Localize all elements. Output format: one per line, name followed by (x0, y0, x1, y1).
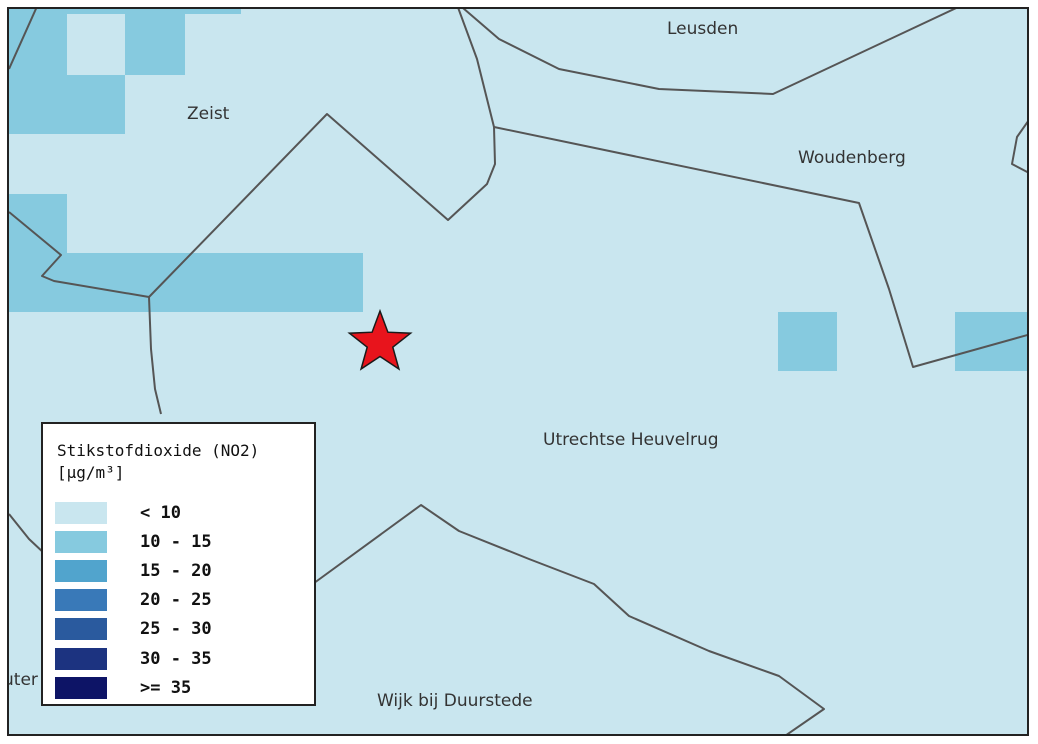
legend-title: Stikstofdioxide (NO2) [µg/m³] (57, 440, 259, 484)
place-label-partial: uter (9, 670, 38, 690)
legend-title-line1: Stikstofdioxide (NO2) (57, 441, 260, 460)
legend-title-line2: [µg/m³] (57, 463, 125, 482)
legend-swatch (55, 559, 107, 582)
place-label-zeist: Zeist (187, 104, 230, 124)
grid-cell (9, 9, 241, 14)
place-label-utrechtse-heuvelrug: Utrechtse Heuvelrug (543, 430, 719, 450)
legend-swatch (55, 618, 107, 641)
legend-swatch (55, 589, 107, 612)
legend-swatch (55, 676, 107, 699)
legend-label: >= 35 (140, 677, 192, 698)
boundary-line (9, 9, 496, 298)
legend-swatch (55, 501, 107, 524)
legend-item: 30 - 35 (55, 644, 212, 673)
boundary-line (9, 9, 37, 70)
legend-swatch (55, 647, 107, 670)
legend-item: < 10 (55, 498, 212, 527)
legend-swatch (55, 530, 107, 553)
legend-item: 25 - 30 (55, 615, 212, 644)
legend-label: < 10 (140, 502, 181, 523)
place-label-woudenberg: Woudenberg (798, 148, 906, 168)
red-star-icon[interactable] (347, 308, 413, 371)
place-label-leusden: Leusden (667, 19, 738, 39)
boundary-line (1011, 120, 1027, 174)
legend-label: 20 - 25 (140, 590, 212, 611)
place-label-wijk-bij-duurstede: Wijk bij Duurstede (377, 691, 533, 711)
boundary-line (309, 504, 825, 734)
place-labels: Leusden Zeist Woudenberg Utrechtse Heuve… (9, 19, 906, 711)
legend-label: 25 - 30 (140, 619, 212, 640)
grid-cell (125, 14, 185, 75)
legend-item: 10 - 15 (55, 527, 212, 556)
boundary-line (462, 9, 957, 95)
legend-items: < 10 10 - 15 15 - 20 20 - 25 25 - 30 30 … (55, 498, 212, 702)
boundary-line (9, 513, 46, 555)
legend-item: 15 - 20 (55, 556, 212, 585)
legend-label: 10 - 15 (140, 531, 212, 552)
municipal-boundaries (9, 9, 1027, 734)
legend-item: >= 35 (55, 673, 212, 702)
legend-label: 15 - 20 (140, 560, 212, 581)
grid-cell (9, 14, 67, 75)
legend-item: 20 - 25 (55, 586, 212, 615)
grid-cell (955, 312, 1027, 371)
legend: Stikstofdioxide (NO2) [µg/m³] < 10 10 - … (41, 422, 316, 706)
boundary-line (148, 296, 162, 415)
grid-cell (9, 75, 125, 134)
boundary-line (493, 126, 1027, 368)
grid-cell (9, 194, 67, 253)
grid-cell (778, 312, 837, 371)
legend-label: 30 - 35 (140, 648, 212, 669)
